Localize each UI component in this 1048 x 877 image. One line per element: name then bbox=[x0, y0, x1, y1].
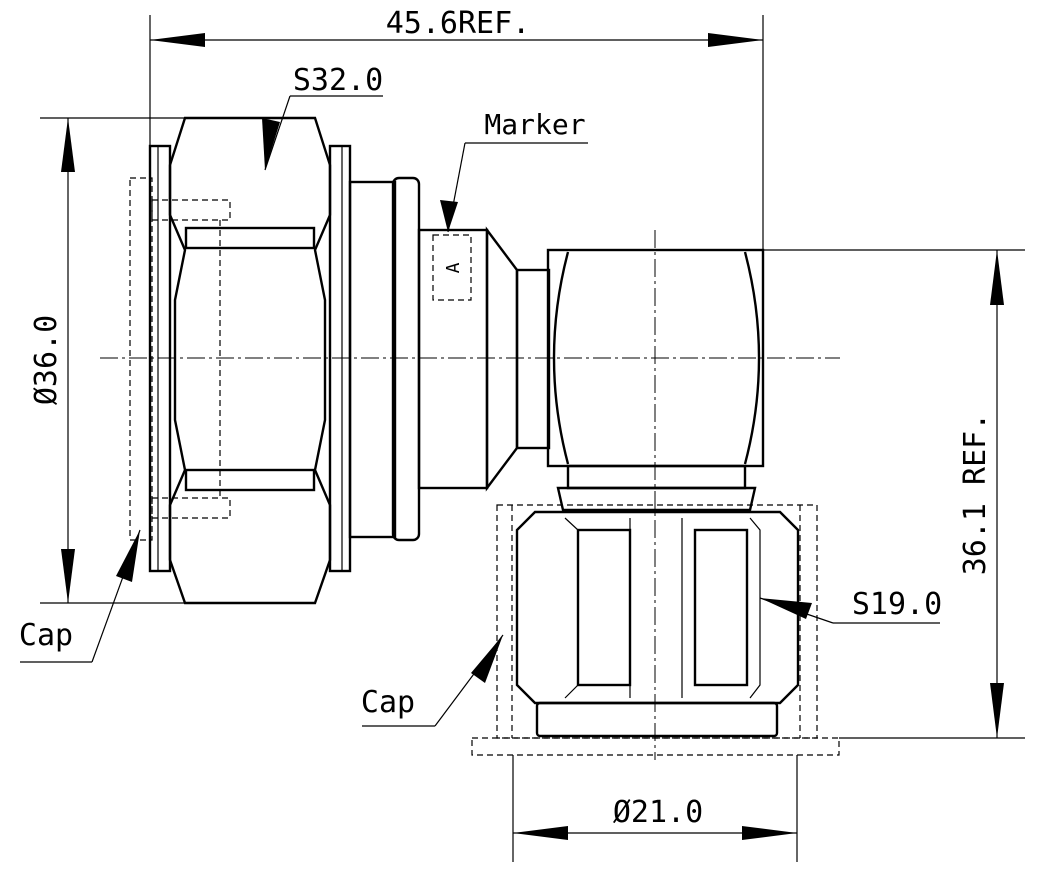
left-cap-outline bbox=[129, 177, 231, 541]
diameter-large-label: Ø36.0 bbox=[29, 315, 64, 405]
dim-marker: Marker bbox=[440, 108, 588, 233]
connector-body bbox=[348, 176, 551, 542]
dim-overall-length: 45.6REF. bbox=[149, 6, 764, 250]
diameter-small-label: Ø21.0 bbox=[613, 795, 703, 830]
dim-cap-bottom: Cap bbox=[361, 634, 504, 727]
cap-bottom-label: Cap bbox=[361, 685, 415, 720]
marker-label: Marker bbox=[484, 108, 585, 141]
dim-cap-left: Cap bbox=[19, 529, 141, 663]
dim-small-hex: S19.0 bbox=[759, 587, 942, 624]
small-hex-label: S19.0 bbox=[852, 587, 942, 622]
marker-box: A bbox=[432, 234, 472, 301]
right-angle-head bbox=[546, 248, 765, 468]
large-hex-nut bbox=[168, 116, 332, 605]
dim-diameter-large: Ø36.0 bbox=[29, 117, 185, 604]
marker-letter: A bbox=[443, 262, 464, 273]
neck bbox=[556, 464, 757, 512]
bottom-cap-outline bbox=[471, 504, 840, 756]
height-ref-label: 36.1 REF. bbox=[958, 413, 993, 576]
overall-length-label: 45.6REF. bbox=[386, 6, 531, 41]
dim-height-ref: 36.1 REF. bbox=[763, 249, 1025, 739]
center-lines bbox=[100, 230, 840, 760]
cap-left-label: Cap bbox=[19, 618, 73, 653]
dim-diameter-small: Ø21.0 bbox=[512, 755, 798, 862]
dim-nut-hex: S32.0 bbox=[262, 63, 383, 171]
nut-hex-label: S32.0 bbox=[293, 63, 383, 98]
small-hex-nut bbox=[515, 510, 800, 738]
